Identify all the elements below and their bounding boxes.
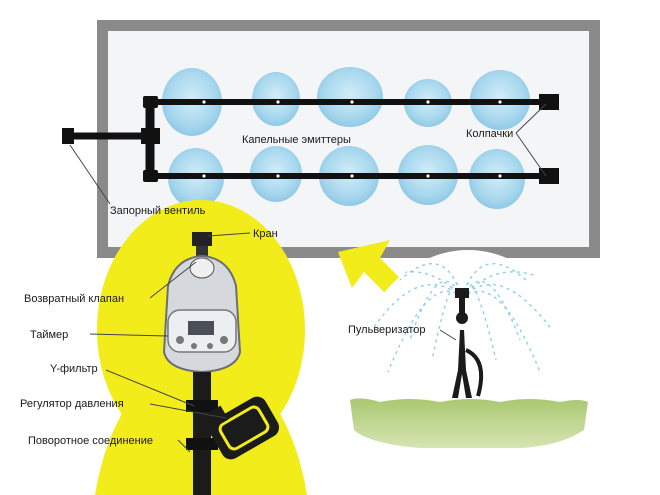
label-pressure-regulator: Регулятор давления — [20, 398, 124, 410]
timer-assembly — [95, 200, 307, 495]
arrow-up-left-icon — [338, 240, 408, 300]
timer-device-icon — [162, 254, 242, 374]
plant — [317, 67, 383, 127]
label-swivel-connector: Поворотное соединение — [28, 435, 153, 447]
labels: Капельные эмиттеры Колпачки Запорный вен… — [20, 128, 513, 447]
drip-lines — [62, 94, 559, 184]
label-caps: Колпачки — [466, 128, 513, 140]
shutoff-valve — [62, 128, 74, 144]
pressure-regulator — [208, 396, 280, 460]
label-tap: Кран — [253, 228, 278, 240]
emitters — [202, 100, 502, 178]
label-emitters: Капельные эмиттеры — [242, 134, 351, 146]
label-check-valve: Возвратный клапан — [24, 293, 124, 305]
leader-lines — [69, 103, 547, 453]
label-y-filter: Y-фильтр — [50, 363, 98, 375]
label-timer: Таймер — [30, 329, 68, 341]
label-shutoff-valve: Запорный вентиль — [110, 205, 206, 217]
label-sprinkler: Пульверизатор — [348, 324, 425, 336]
end-cap — [539, 168, 559, 184]
sprinkler-head-icon — [452, 288, 483, 398]
